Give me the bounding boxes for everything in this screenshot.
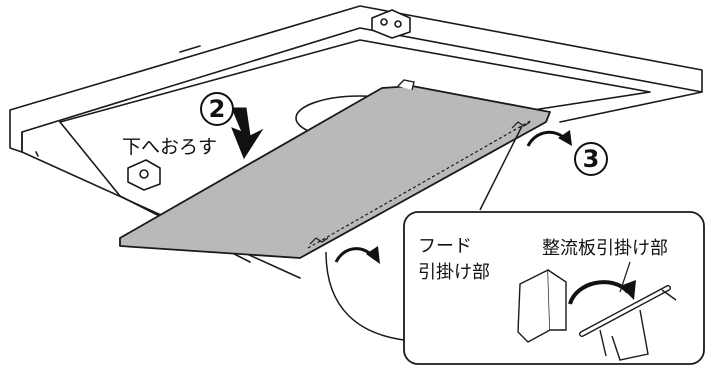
hood-hook-plate [517,268,551,343]
step-2-caption: 下へおろす [122,136,218,158]
hood-frame [9,5,703,153]
hood-hook-label-line2: 引掛け部 [418,262,490,283]
down-arrow [231,107,264,160]
panel-hook-left [309,237,329,245]
baffle-hinge-line [307,119,533,249]
callout-leader [325,125,523,341]
hood-right-edge [559,91,703,123]
left-bracket [127,159,161,191]
panel-hook-right [511,121,531,129]
step-3-number: 3 [582,145,600,173]
hood-hook-label-line1: フード [418,236,472,257]
step-2-number: 2 [208,95,226,123]
hood-inner-recess [59,39,651,123]
top-bracket [371,9,411,39]
baffle-panel [119,85,551,259]
step-3-marker: 3 [574,142,608,176]
step-2-marker: 2 [200,92,234,126]
baffle-hook-label: 整流板引掛け部 [542,238,668,259]
